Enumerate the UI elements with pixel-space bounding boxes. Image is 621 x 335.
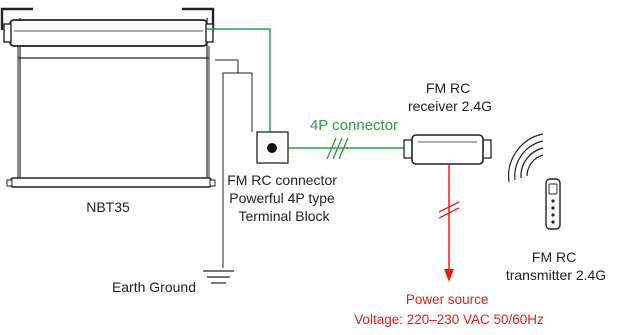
4p-connector-label: 4P connector xyxy=(310,117,398,134)
terminal-block xyxy=(256,131,289,164)
wireless-signal-icon xyxy=(508,133,544,183)
remote-transmitter xyxy=(545,178,561,230)
power-label-line: Voltage: 220–230 VAC 50/60Hz xyxy=(354,312,544,327)
receiver-label-line: receiver 2.4G xyxy=(408,98,492,114)
terminal-label-line: Powerful 4P type xyxy=(229,190,335,206)
terminal-block-label: FM RC connector Powerful 4P type Termina… xyxy=(227,172,341,224)
receiver-label-line: FM RC xyxy=(426,80,470,96)
transmitter-label-line: FM RC xyxy=(532,249,576,265)
receiver-unit xyxy=(403,134,492,165)
power-source-label: Power source Voltage: 220–230 VAC 50/60H… xyxy=(354,292,544,327)
terminal-label-line: FM RC connector xyxy=(227,172,337,188)
screen-model-label: NBT35 xyxy=(86,199,130,215)
terminal-label-line: Terminal Block xyxy=(238,208,330,224)
terminal-dot xyxy=(267,143,277,153)
screen-bottom-bar xyxy=(10,177,212,188)
receiver-label: FM RC receiver 2.4G xyxy=(408,80,492,114)
power-label-line: Power source xyxy=(406,292,489,307)
power-wiring xyxy=(438,164,460,282)
transmitter-label-line: transmitter 2.4G xyxy=(506,267,606,283)
earth-ground xyxy=(203,59,253,284)
power-arrow xyxy=(444,269,454,282)
projection-screen xyxy=(0,7,216,188)
transmitter-label: FM RC transmitter 2.4G xyxy=(506,249,606,283)
screen-roller-tube xyxy=(9,19,208,47)
signal-wiring xyxy=(207,28,405,160)
earth-ground-label: Earth Ground xyxy=(112,279,196,295)
